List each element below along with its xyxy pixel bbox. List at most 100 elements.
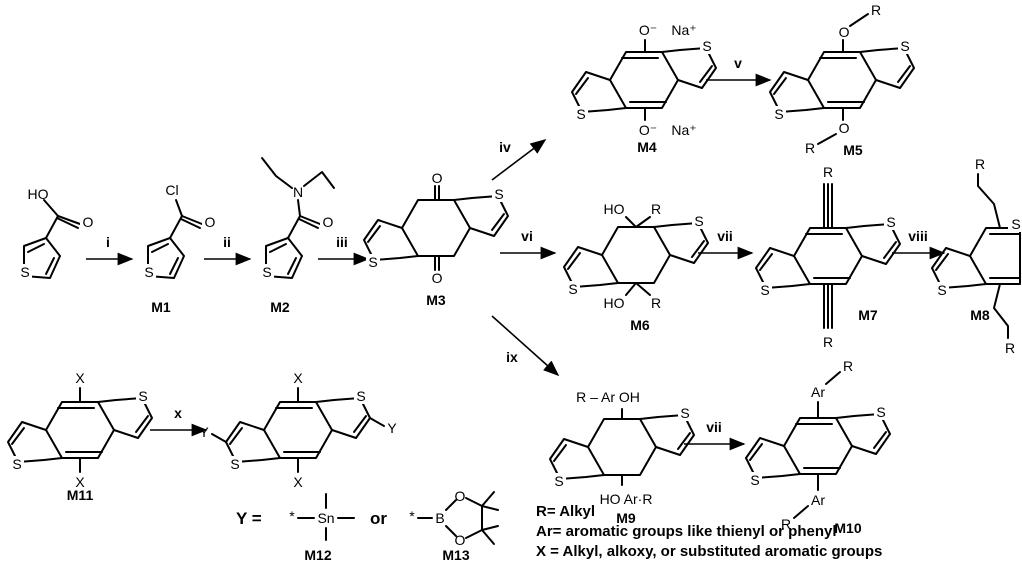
- atom-s: S: [138, 388, 147, 404]
- step-iv-label: iv: [499, 139, 511, 155]
- arrow-step-iv: [491, 139, 547, 181]
- atom-cl: Cl: [165, 182, 178, 198]
- group-x-bottom: X: [75, 474, 85, 490]
- atom-s: S: [494, 186, 503, 202]
- sodium-ion-bottom: Na⁺: [671, 122, 696, 138]
- substituents-bottom: HO Ar·R: [600, 491, 653, 507]
- compound-m3: O O S S: [363, 170, 509, 286]
- y-definition-prefix: Y =: [236, 509, 262, 528]
- atom-o-top: O: [432, 170, 443, 186]
- atom-o-minus-top: O⁻: [639, 22, 657, 38]
- compound-m11-product: X X Y Y S S: [199, 370, 397, 490]
- atom-s: S: [1011, 216, 1020, 232]
- step-vi-label: vi: [521, 228, 533, 244]
- atom-o-bottom: O: [839, 120, 850, 136]
- atom-ho: HO: [28, 186, 49, 202]
- atom-o-top: O: [839, 24, 850, 40]
- compound-label-m7: M7: [858, 307, 878, 323]
- compound-label-m2: M2: [270, 299, 290, 315]
- compound-label-m12: M12: [304, 547, 331, 563]
- group-x-top: X: [293, 370, 303, 386]
- atom-s: S: [680, 405, 689, 421]
- group-r-bottom: R: [651, 295, 661, 311]
- atom-s: S: [576, 106, 585, 122]
- atom-s: S: [20, 264, 29, 280]
- step-vii-label: vii: [717, 228, 733, 244]
- compound-m13: * B O O: [409, 488, 499, 548]
- atom-s: S: [230, 456, 239, 472]
- step-x-label: x: [174, 405, 182, 421]
- step-ii-label: ii: [223, 234, 231, 250]
- compound-m4: O⁻ Na⁺ O⁻ Na⁺ S S: [571, 22, 717, 138]
- atom-o-minus-bottom: O⁻: [639, 122, 657, 138]
- group-ar-bottom: Ar: [811, 492, 825, 508]
- group-r-top: R: [823, 164, 833, 180]
- group-r-bottom: R: [781, 516, 791, 532]
- attachment-star: *: [409, 508, 415, 524]
- legend-ar: Ar= aromatic groups like thienyl or phen…: [536, 523, 837, 540]
- compound-label-m4: M4: [637, 139, 657, 155]
- sodium-ion-top: Na⁺: [671, 22, 696, 38]
- compound-m2: N O S: [260, 157, 335, 280]
- group-r-top: R: [651, 201, 661, 217]
- group-ho-top: HO: [604, 201, 625, 217]
- compound-label-m10: M10: [834, 520, 861, 536]
- compound-m1: Cl O S: [142, 182, 216, 280]
- group-r-bottom: R: [805, 140, 815, 156]
- step-iii-label: iii: [336, 234, 348, 250]
- step-vii-lower-label: vii: [706, 419, 722, 435]
- compound-m6: HO R HO R S S: [563, 201, 709, 311]
- atom-o: O: [323, 214, 334, 230]
- atom-s: S: [750, 472, 759, 488]
- compound-m10: Ar R Ar R S S: [745, 358, 891, 532]
- atom-s: S: [554, 473, 563, 489]
- group-r-bottom: R: [823, 334, 833, 350]
- group-r-top: R: [975, 156, 985, 172]
- group-y-left: Y: [199, 424, 209, 440]
- compound-m5: O R O R S S: [769, 2, 915, 156]
- compound-m8: R R S S: [931, 156, 1022, 356]
- arrow-step-ix: [491, 315, 560, 377]
- group-x-top: X: [75, 370, 85, 386]
- compound-m12: * Sn: [289, 493, 355, 541]
- atom-n: N: [293, 184, 303, 200]
- substituents-top: R – Ar OH: [576, 389, 640, 405]
- step-v-label: v: [734, 55, 742, 71]
- compound-m11: X X S S: [7, 370, 153, 490]
- atom-s: S: [774, 106, 783, 122]
- compound-label-m3: M3: [426, 292, 446, 308]
- group-r-bottom: R: [1005, 340, 1015, 356]
- atom-sn: Sn: [317, 510, 334, 526]
- atom-b: B: [435, 510, 444, 526]
- atom-s: S: [876, 404, 885, 420]
- atom-s: S: [702, 38, 711, 54]
- atom-o-bottom: O: [432, 270, 443, 286]
- atom-s: S: [886, 214, 895, 230]
- atom-s: S: [568, 281, 577, 297]
- legend-r: R= Alkyl: [536, 503, 595, 520]
- group-x-bottom: X: [293, 474, 303, 490]
- atom-s: S: [368, 254, 377, 270]
- compound-label-m1: M1: [151, 299, 171, 315]
- step-viii-label: viii: [908, 228, 927, 244]
- atom-s: S: [694, 213, 703, 229]
- atom-o-lower: O: [455, 532, 466, 548]
- compound-label-m8: M8: [970, 307, 990, 323]
- atom-o: O: [205, 214, 216, 230]
- atom-s: S: [12, 456, 21, 472]
- atom-o-upper: O: [455, 488, 466, 504]
- atom-s: S: [937, 282, 946, 298]
- compound-m9: R – Ar OH HO Ar·R S S: [549, 389, 695, 507]
- attachment-star: *: [289, 508, 295, 524]
- atom-s: S: [900, 38, 909, 54]
- group-r-top: R: [843, 358, 853, 374]
- compound-label-m13: M13: [442, 547, 469, 563]
- compound-label-m6: M6: [630, 317, 650, 333]
- atom-s: S: [144, 264, 153, 280]
- group-y-right: Y: [387, 420, 397, 436]
- atom-s: S: [760, 282, 769, 298]
- thiophene-3-carboxylic-acid: HO O S: [18, 186, 94, 280]
- step-ix-label: ix: [506, 349, 518, 365]
- atom-s: S: [356, 388, 365, 404]
